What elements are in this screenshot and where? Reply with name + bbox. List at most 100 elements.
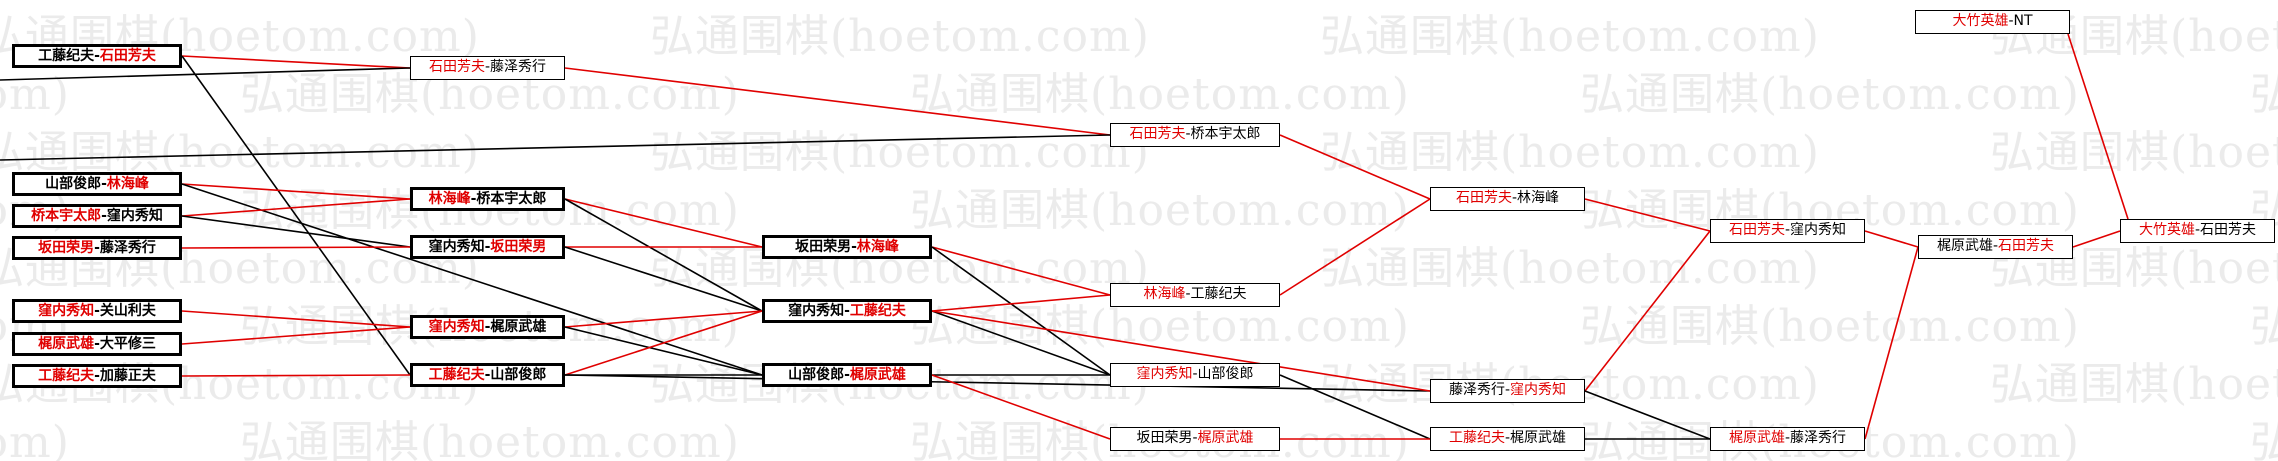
match-box-r6b[interactable]: 梶原武雄-藤泽秀行 bbox=[1710, 427, 1865, 451]
player-name: 石田芳夫 bbox=[2200, 222, 2257, 238]
player-separator: - bbox=[2008, 13, 2014, 29]
connector-line bbox=[181, 326, 411, 345]
match-box-r1e[interactable]: 窪内秀知-关山利夫 bbox=[12, 299, 182, 323]
player-name: 工藤纪夫 bbox=[1190, 286, 1247, 302]
player-name: 大平修三 bbox=[99, 336, 156, 352]
player-name: 关山利夫 bbox=[99, 303, 156, 319]
player-name: 窪内秀知 bbox=[1510, 382, 1567, 398]
player-name: 工藤纪夫 bbox=[1448, 430, 1505, 446]
match-box-r1d[interactable]: 坂田荣男-藤泽秀行 bbox=[12, 236, 182, 260]
connector-line bbox=[1864, 230, 1919, 248]
player-separator: - bbox=[1192, 366, 1198, 382]
connector-line bbox=[931, 246, 1111, 376]
player-separator: - bbox=[94, 303, 100, 319]
match-box-r1f[interactable]: 梶原武雄-大平修三 bbox=[12, 332, 182, 356]
player-separator: - bbox=[2194, 222, 2201, 238]
match-box-r2c[interactable]: 窪内秀知-坂田荣男 bbox=[410, 235, 565, 259]
offpage-connector-line bbox=[0, 134, 1111, 161]
match-box-r4b[interactable]: 林海峰-工藤纪夫 bbox=[1110, 283, 1280, 307]
player-separator: - bbox=[484, 59, 491, 75]
player-separator: - bbox=[1185, 286, 1191, 302]
connector-line bbox=[1864, 246, 1919, 440]
player-separator: - bbox=[94, 336, 100, 352]
match-box-r1a[interactable]: 工藤纪夫-石田芳夫 bbox=[12, 44, 182, 68]
player-separator: - bbox=[844, 367, 850, 383]
match-box-r1g[interactable]: 工藤纪夫-加藤正夫 bbox=[12, 364, 182, 388]
player-name: 藤泽秀行 bbox=[490, 59, 547, 75]
connector-line bbox=[181, 246, 411, 249]
match-box-r1b[interactable]: 山部俊郎-林海峰 bbox=[12, 172, 182, 196]
match-box-r2e[interactable]: 工藤纪夫-山部俊郎 bbox=[410, 363, 565, 387]
player-name: 窪内秀知 bbox=[1136, 366, 1193, 382]
player-separator: - bbox=[1784, 430, 1791, 446]
connector-line bbox=[564, 310, 763, 376]
connector-line bbox=[931, 294, 1111, 312]
player-name: 窪内秀知 bbox=[106, 208, 163, 224]
connector-line bbox=[181, 55, 411, 376]
connector-line bbox=[931, 246, 1111, 296]
match-box-r6a[interactable]: 石田芳夫-窪内秀知 bbox=[1710, 219, 1865, 243]
player-name: 石田芳夫 bbox=[1998, 238, 2055, 254]
match-box-r3b[interactable]: 窪内秀知-工藤纪夫 bbox=[762, 299, 932, 323]
player-name: 山部俊郎 bbox=[45, 176, 102, 192]
player-name: 窪内秀知 bbox=[1790, 222, 1847, 238]
player-name: 桥本宇太郎 bbox=[476, 191, 547, 207]
match-box-r3a[interactable]: 坂田荣男-林海峰 bbox=[762, 235, 932, 259]
player-name: 梶原武雄 bbox=[1510, 430, 1567, 446]
match-box-r4a[interactable]: 石田芳夫-桥本宇太郎 bbox=[1110, 123, 1280, 147]
match-box-r3c[interactable]: 山部俊郎-梶原武雄 bbox=[762, 363, 932, 387]
player-separator: - bbox=[94, 368, 100, 384]
connector-line bbox=[181, 215, 411, 248]
player-name: 梶原武雄 bbox=[1936, 238, 1993, 254]
connector-line bbox=[564, 310, 763, 328]
match-box-r4c[interactable]: 窪内秀知-山部俊郎 bbox=[1110, 363, 1280, 387]
player-separator: - bbox=[1504, 430, 1511, 446]
player-separator: - bbox=[844, 303, 850, 319]
player-name: 林海峰 bbox=[428, 191, 471, 207]
match-box-r2d[interactable]: 窪内秀知-梶原武雄 bbox=[410, 315, 565, 339]
player-separator: - bbox=[1504, 382, 1511, 398]
match-box-r4d[interactable]: 坂田荣男-梶原武雄 bbox=[1110, 427, 1280, 451]
match-box-r5a[interactable]: 石田芳夫-林海峰 bbox=[1430, 187, 1585, 211]
player-name: 梶原武雄 bbox=[38, 336, 95, 352]
connector-line bbox=[564, 326, 763, 376]
player-name: 林海峰 bbox=[106, 176, 149, 192]
connector-line bbox=[181, 183, 411, 200]
player-name: 山部俊郎 bbox=[788, 367, 845, 383]
player-separator: - bbox=[484, 367, 491, 383]
player-separator: - bbox=[101, 208, 107, 224]
match-box-r7a[interactable]: 梶原武雄-石田芳夫 bbox=[1918, 235, 2073, 259]
connector-line bbox=[2072, 230, 2121, 248]
player-separator: - bbox=[1992, 238, 1999, 254]
connector-line bbox=[1584, 198, 1711, 232]
player-name: 林海峰 bbox=[856, 239, 899, 255]
match-box-r5b[interactable]: 藤泽秀行-窪内秀知 bbox=[1430, 379, 1585, 403]
connector-line bbox=[564, 198, 763, 312]
player-name: 林海峰 bbox=[1517, 190, 1560, 206]
match-box-r1c[interactable]: 桥本宇太郎-窪内秀知 bbox=[12, 204, 182, 228]
player-separator: - bbox=[1185, 126, 1191, 142]
player-name: 大竹英雄 bbox=[2138, 222, 2195, 238]
player-name: 窪内秀知 bbox=[428, 319, 485, 335]
player-name: 梶原武雄 bbox=[1197, 430, 1254, 446]
player-name: 石田芳夫 bbox=[1728, 222, 1785, 238]
connector-line bbox=[2067, 33, 2129, 220]
connector-line bbox=[931, 374, 1111, 440]
player-name: 桥本宇太郎 bbox=[31, 208, 102, 224]
match-box-r2b[interactable]: 林海峰-桥本宇太郎 bbox=[410, 187, 565, 211]
match-box-r5c[interactable]: 工藤纪夫-梶原武雄 bbox=[1430, 427, 1585, 451]
connector-line bbox=[181, 183, 763, 376]
player-name: 大竹英雄 bbox=[1952, 13, 2009, 29]
player-name: 梶原武雄 bbox=[849, 367, 906, 383]
match-box-r8top[interactable]: 大竹英雄-NT bbox=[1915, 10, 2070, 34]
player-separator: - bbox=[1784, 222, 1791, 238]
connector-line bbox=[1584, 230, 1711, 392]
match-box-r2a[interactable]: 石田芳夫-藤泽秀行 bbox=[410, 56, 565, 80]
player-name: 桥本宇太郎 bbox=[1190, 126, 1261, 142]
player-name: 坂田荣男 bbox=[1136, 430, 1193, 446]
connector-line bbox=[564, 67, 1111, 136]
player-name: 山部俊郎 bbox=[490, 367, 547, 383]
match-box-final[interactable]: 大竹英雄-石田芳夫 bbox=[2120, 219, 2275, 243]
connector-line bbox=[1584, 390, 1711, 440]
